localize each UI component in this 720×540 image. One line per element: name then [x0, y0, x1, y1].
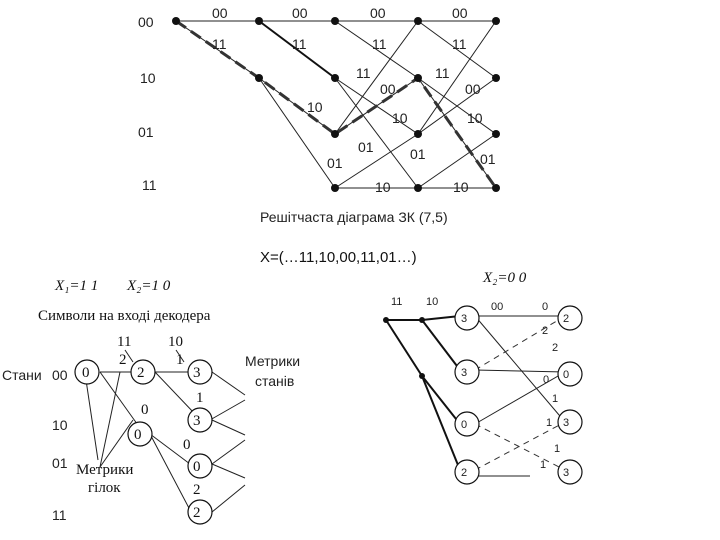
decoder-state-01: 01	[52, 455, 68, 471]
x1-label: X₁=1 1	[54, 278, 98, 294]
node-metric: 2	[137, 365, 145, 381]
branch-metric: 0	[542, 301, 548, 313]
branch-label: 11	[292, 36, 307, 52]
edge	[417, 133, 497, 189]
branch-metric: 2	[119, 352, 127, 368]
branch-label: 10	[453, 179, 469, 195]
branch-label: 11	[212, 36, 227, 52]
metrics-branches-line1: Метрики	[76, 462, 133, 478]
node-metric: 0	[461, 419, 467, 431]
branch-label: 11	[452, 36, 467, 52]
edge	[334, 20, 419, 135]
edge	[334, 133, 419, 189]
decoder-state-00: 00	[52, 367, 68, 383]
state-label-10: 10	[140, 70, 156, 86]
branch-label: 00	[465, 81, 481, 97]
node-metric: 3	[563, 467, 569, 479]
upper-trellis: 00 10 01 11	[138, 5, 500, 225]
edge	[334, 77, 419, 189]
node-metric: 2	[193, 505, 201, 521]
branch-metric: 1	[176, 352, 184, 368]
input-symbol: 10	[426, 296, 438, 308]
x2-label: X₂=1 0	[126, 278, 171, 294]
branch-label: 11	[356, 65, 371, 81]
branch-metric: 2	[542, 325, 548, 337]
state-label-11: 11	[142, 177, 157, 193]
branch-label: 10	[307, 99, 323, 115]
input-symbol: 11	[117, 334, 131, 350]
input-symbol: 00	[491, 301, 503, 313]
node-metric: 0	[82, 365, 90, 381]
states-label: Стани	[2, 367, 42, 383]
branch-label: 10	[467, 110, 483, 126]
node-metric: 3	[563, 417, 569, 429]
state-label-00: 00	[138, 14, 154, 30]
node-metric: 0	[563, 369, 569, 381]
node-metric: 3	[193, 365, 201, 381]
branch-metric: 2	[552, 342, 558, 354]
branch-label: 01	[327, 155, 343, 171]
x2-right-label: X₂=0 0	[482, 270, 527, 286]
metrics-states-line1: Метрики	[245, 353, 300, 369]
edge	[417, 20, 497, 79]
input-caption: Символи на вході декодера	[38, 308, 211, 324]
branch-label: 01	[358, 139, 374, 155]
branch-metric: 1	[552, 393, 558, 405]
edge	[417, 77, 497, 135]
branch-label: 11	[435, 65, 450, 81]
decoder-state-11: 11	[52, 507, 67, 523]
branch-metric: 1	[540, 459, 546, 471]
node-metric: 3	[193, 413, 201, 429]
branch-label: 11	[372, 36, 387, 52]
branch-metric: 1	[546, 417, 552, 429]
input-symbol: 10	[168, 334, 183, 350]
branch-label: 10	[392, 110, 408, 126]
node-metric: 0	[134, 427, 142, 443]
branch-metric: 0	[543, 374, 549, 386]
branch-label: 00	[212, 5, 228, 21]
node-metric: 2	[563, 313, 569, 325]
branch-label: 10	[375, 179, 391, 195]
code-sequence: X=(…11,10,00,11,01…)	[260, 249, 417, 266]
branch-label: 01	[480, 151, 496, 167]
node-metric: 3	[461, 367, 467, 379]
edge	[258, 77, 336, 189]
branch-metric: 0	[141, 402, 149, 418]
branch-metric: 2	[193, 482, 201, 498]
branch-label: 00	[370, 5, 386, 21]
decoder-state-10: 10	[52, 417, 68, 433]
edge	[417, 20, 497, 135]
branch-label: 00	[292, 5, 308, 21]
trellis-nodes	[172, 17, 500, 192]
node-metric: 3	[461, 313, 467, 325]
trellis-caption: Решітчаста діаграма ЗК (7,5)	[260, 209, 448, 225]
edge	[334, 20, 419, 79]
metrics-states-line2: станів	[255, 373, 294, 389]
state-label-01: 01	[138, 124, 154, 140]
branch-metric: 1	[196, 390, 204, 406]
metrics-branches-line2: гілок	[88, 480, 121, 496]
branch-label: 00	[452, 5, 468, 21]
branch-metric: 1	[554, 443, 560, 455]
node-metric: 0	[193, 459, 201, 475]
branch-label: 00	[380, 81, 396, 97]
decoder-diagram: Символи на вході декодера Стани 00 10 01…	[2, 308, 300, 525]
right-trellis: 11 10 00 3 3 0 2 2 0 3	[383, 296, 583, 485]
branch-metric: 0	[183, 437, 191, 453]
node-metric: 2	[461, 467, 467, 479]
input-symbol: 11	[391, 296, 402, 308]
branch-label: 01	[410, 146, 426, 162]
edge-bold	[258, 20, 336, 79]
